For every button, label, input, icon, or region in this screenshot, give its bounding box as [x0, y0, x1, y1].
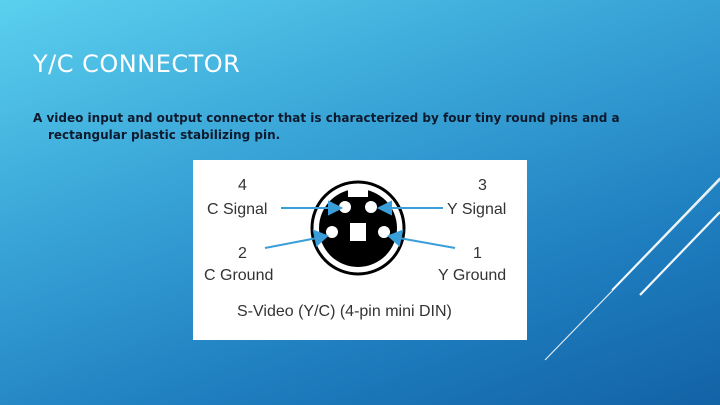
arrow-line-c-ground [264, 237, 318, 249]
pin-1-label: Y Ground [438, 267, 506, 284]
body-line-2: rectangular plastic stabilizing pin. [48, 128, 281, 142]
pin-1 [378, 226, 390, 238]
slide-body-text: A video input and output connector that … [33, 110, 648, 144]
pin-4 [339, 201, 351, 213]
connector-key-notch [348, 187, 368, 197]
slide-title: Y/C CONNECTOR [33, 50, 241, 78]
arrow-head-y-signal [376, 200, 392, 216]
pin-1-number: 1 [473, 245, 482, 262]
pin-2 [326, 226, 338, 238]
pin-3 [365, 201, 377, 213]
pin-3-number: 3 [478, 177, 487, 194]
pin-2-number: 2 [238, 245, 247, 262]
stabilizing-pin [350, 223, 366, 241]
s-video-connector-diagram: 4 C Signal 3 Y Signal 2 C Ground 1 Y Gro… [193, 160, 527, 340]
arrow-head-c-signal [328, 200, 344, 216]
arrow-head-y-ground [387, 229, 404, 247]
pin-4-label: C Signal [207, 201, 267, 218]
pin-2-label: C Ground [204, 267, 273, 284]
arrow-line-y-ground [398, 237, 456, 249]
figure-caption: S-Video (Y/C) (4-pin mini DIN) [237, 303, 452, 320]
pin-4-number: 4 [238, 177, 247, 194]
body-line-1: A video input and output connector that … [33, 111, 620, 125]
arrow-head-c-ground [312, 229, 329, 247]
pin-3-label: Y Signal [447, 201, 506, 218]
connector-diagram-svg: 4 C Signal 3 Y Signal 2 C Ground 1 Y Gro… [204, 177, 506, 320]
